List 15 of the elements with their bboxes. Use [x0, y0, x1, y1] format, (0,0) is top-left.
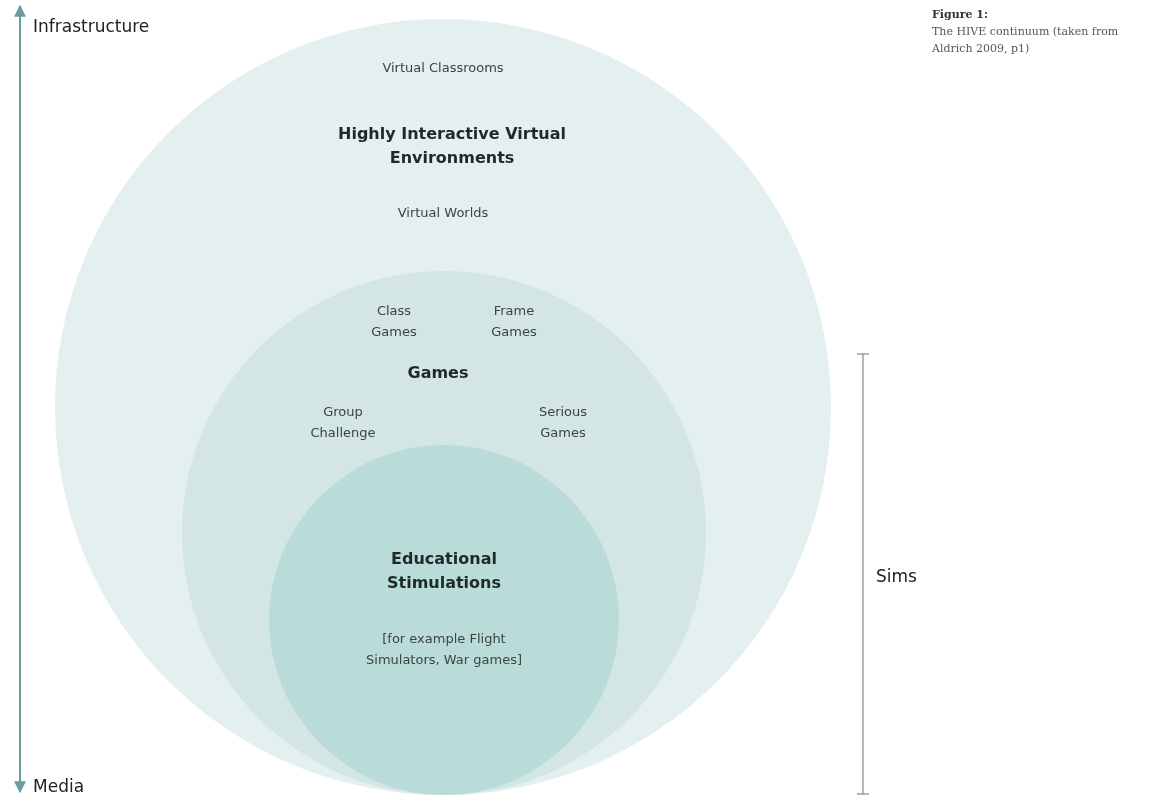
figure-caption: The HIVE continuum (taken from Aldrich 2009, p1) [932, 24, 1120, 57]
region-heading: Games [406, 362, 470, 384]
region-item: [for example Flight Simulators, War games] [365, 630, 523, 669]
figure-title: Figure 1: [932, 8, 988, 21]
region-item: Frame Games [490, 302, 538, 341]
axis-label: Media [33, 776, 85, 796]
region-item: Serious Games [537, 403, 589, 442]
bracket-label: Sims [876, 566, 917, 586]
region-item: Group Challenge [309, 403, 377, 442]
region-heading: Educational Stimulations [385, 548, 502, 594]
region-item: Class Games [370, 302, 418, 341]
axis-label: Infrastructure [33, 16, 150, 36]
region-heading: Highly Interactive Virtual Environments [337, 123, 567, 169]
region-item: Virtual Classrooms [381, 58, 505, 77]
region-item: Virtual Worlds [396, 203, 490, 222]
